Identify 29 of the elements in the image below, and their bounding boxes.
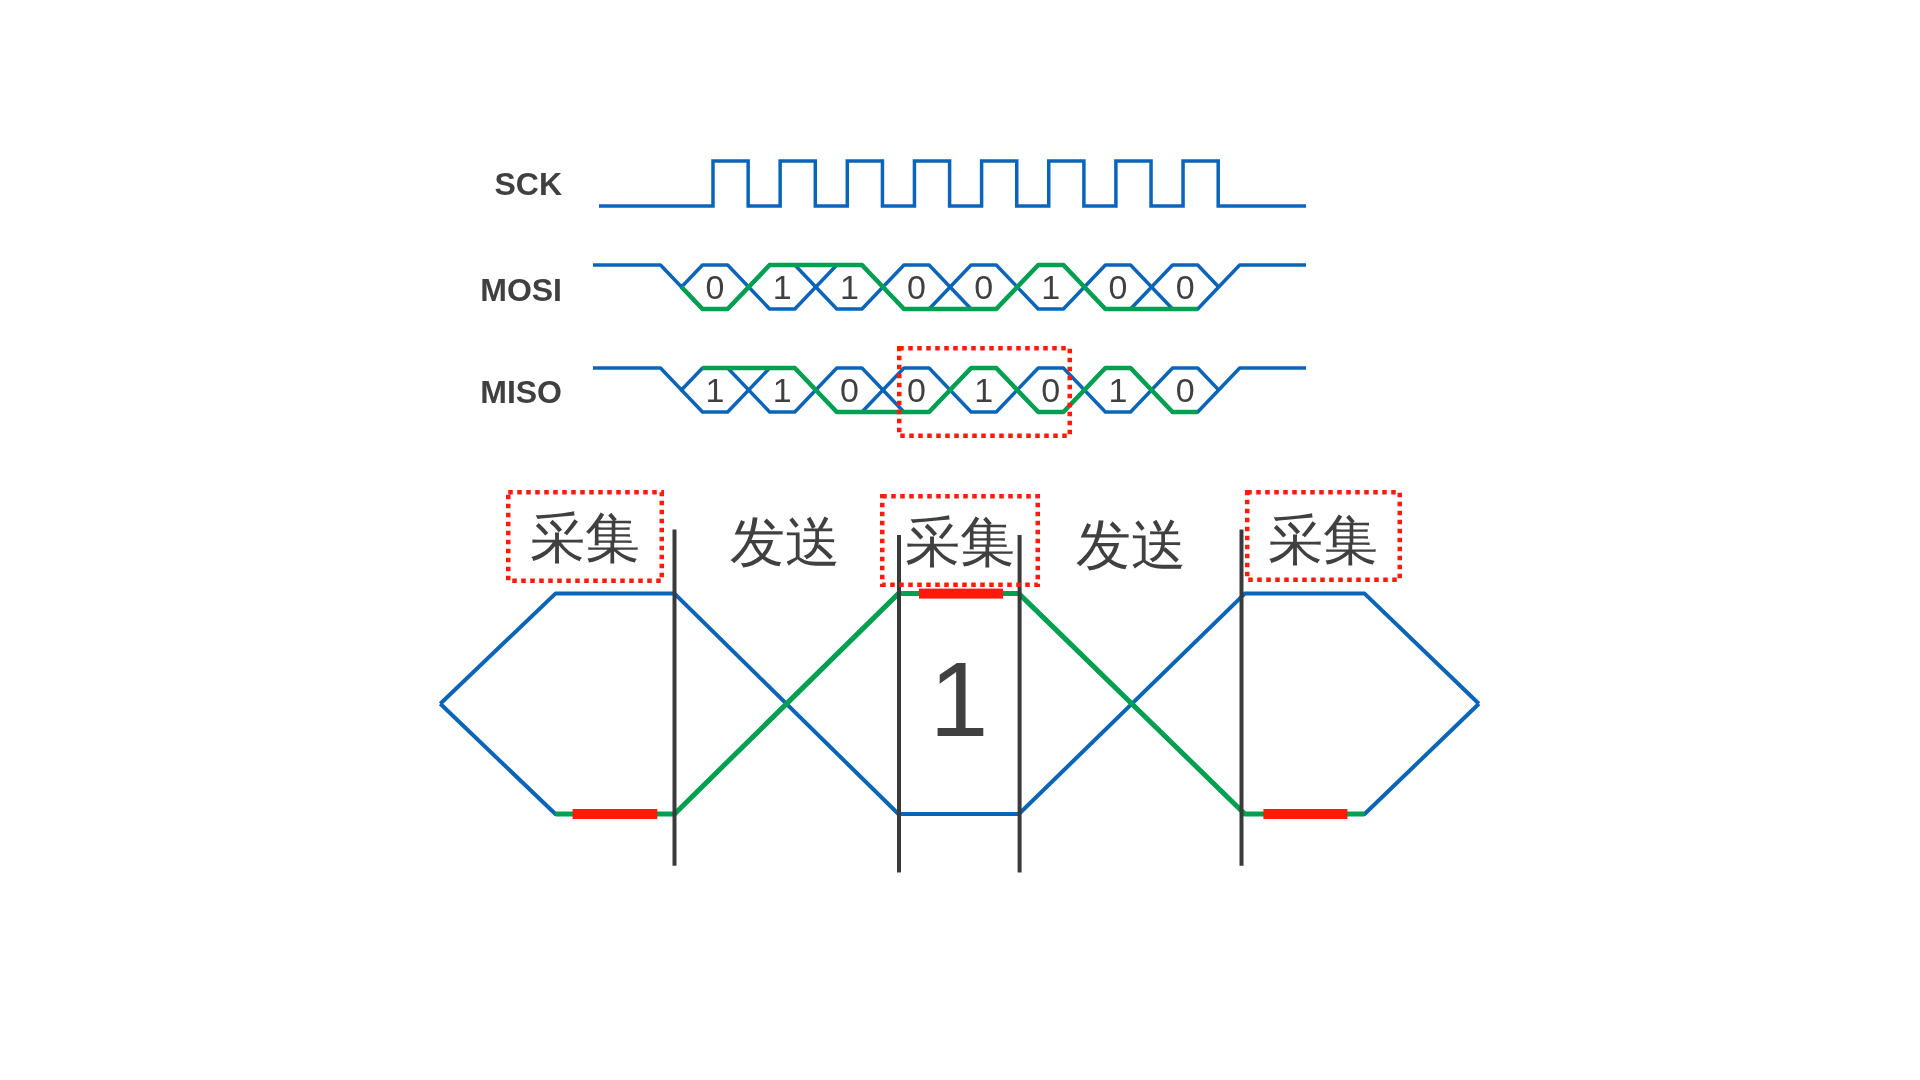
bit-value: 1	[1108, 373, 1128, 407]
bit-value: 0	[907, 270, 926, 304]
bit-value: 0	[1175, 270, 1195, 304]
signal-name: SCK	[494, 168, 562, 200]
bit-value: 0	[1175, 373, 1195, 407]
dotted-highlight-frame	[880, 494, 1040, 587]
bit-value: 1	[772, 270, 792, 304]
bit-value: 0	[1108, 270, 1128, 304]
bit-value: 0	[907, 373, 926, 407]
signal-name: MISO	[480, 376, 562, 408]
bit-value: 1	[772, 373, 792, 407]
bit-value: 0	[705, 270, 725, 304]
dotted-highlight-frame	[897, 346, 1072, 438]
bit-value: 1	[1041, 270, 1061, 304]
phase-label: 发送	[730, 508, 840, 576]
bit-value: 1	[705, 373, 725, 407]
dotted-highlight-frame	[1245, 490, 1402, 582]
dotted-highlight-frame	[506, 490, 664, 583]
phase-label: 采集	[905, 508, 1015, 576]
phase-label: 发送	[1076, 511, 1186, 579]
bit-value: 0	[974, 270, 994, 304]
bit-value: 1	[929, 646, 989, 752]
phase-label: 采集	[530, 504, 640, 572]
bit-value: 0	[839, 373, 859, 407]
signal-name: MOSI	[480, 274, 562, 306]
phase-label: 采集	[1268, 506, 1378, 574]
bit-value: 0	[1041, 373, 1061, 407]
bit-value: 1	[839, 270, 859, 304]
bit-value: 1	[974, 373, 994, 407]
